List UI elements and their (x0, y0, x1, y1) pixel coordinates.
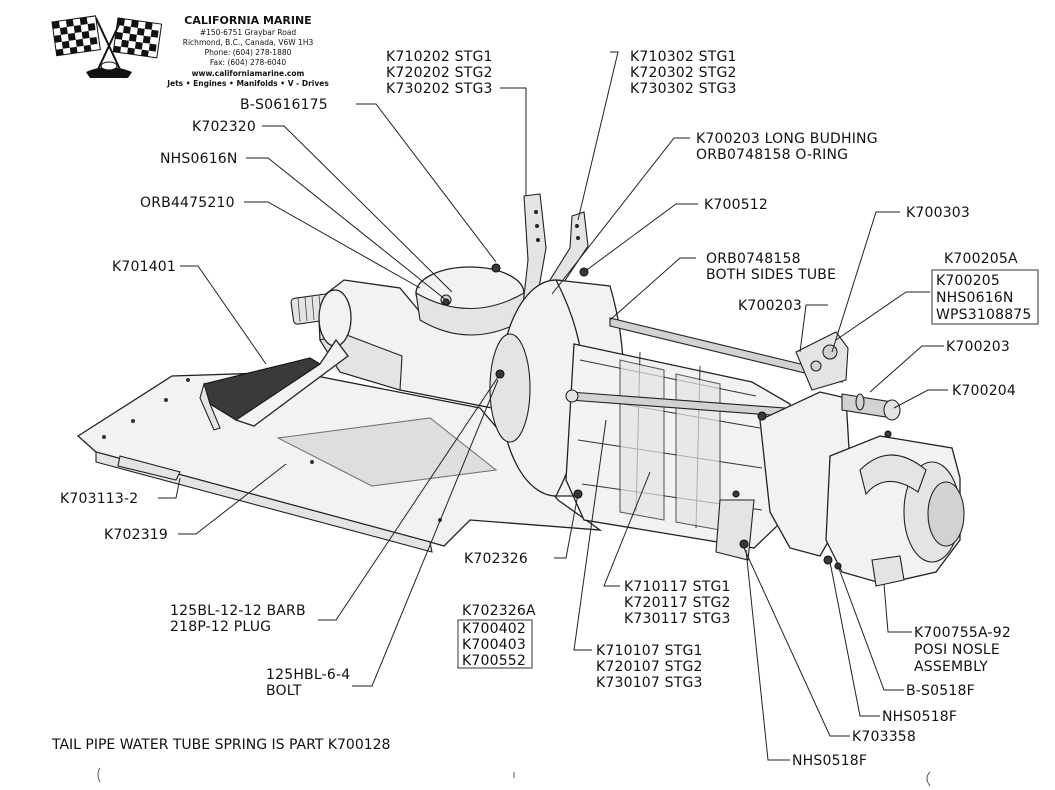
checkered-flags-logo (51, 15, 163, 79)
label-k730302: K730302 STG3 (630, 81, 737, 97)
pivot-pin (841, 393, 901, 421)
label-orb0748158: ORB0748158 (706, 251, 801, 267)
label-k702326: K702326 (464, 551, 528, 567)
label-k700203-b: K700203 (946, 339, 1010, 355)
label-k720117: K720117 STG2 (624, 595, 731, 611)
label-plug: 218P-12 PLUG (170, 619, 271, 635)
label-nhs0616n: NHS0616N (160, 151, 238, 167)
label-nhs0518f-b: NHS0518F (792, 753, 867, 769)
pump-drawing (76, 193, 965, 587)
label-k710107: K710107 STG1 (596, 643, 703, 659)
company-website: www.californiamarine.com (192, 69, 305, 78)
footer-note: TAIL PIPE WATER TUBE SPRING IS PART K700… (51, 737, 390, 753)
label-nhs0616n-b: NHS0616N (936, 290, 1014, 306)
label-nhs0518f-a: NHS0518F (882, 709, 957, 725)
label-orb0748158-oring: ORB0748158 O-RING (696, 147, 848, 163)
label-k702319: K702319 (104, 527, 168, 543)
company-fax: Fax: (604) 278-6040 (210, 58, 286, 67)
label-k700203-a: K700203 (738, 298, 802, 314)
label-posi-nosle: POSI NOSLE (914, 642, 1000, 658)
label-k703358: K703358 (852, 729, 916, 745)
label-k730117: K730117 STG3 (624, 611, 731, 627)
label-k720202: K720202 STG2 (386, 65, 493, 81)
steering-arm (795, 331, 849, 391)
label-bolt: BOLT (266, 683, 302, 699)
label-k700204: K700204 (952, 383, 1016, 399)
label-k702326a: K702326A (462, 603, 536, 619)
tie-rods (565, 317, 843, 421)
label-b-s0518f: B-S0518F (906, 683, 975, 699)
label-barb: 125BL-12-12 BARB (170, 603, 306, 619)
label-orb4475210: ORB4475210 (140, 195, 235, 211)
label-k700203-long-bushing: K700203 LONG BUDHING (696, 131, 878, 147)
label-k730202: K730202 STG3 (386, 81, 493, 97)
part-labels: B-S0616175 K702320 NHS0616N ORB4475210 K… (60, 49, 1039, 769)
scan-marks (97, 767, 931, 787)
label-k710202: K710202 STG1 (386, 49, 493, 65)
leader-lines (158, 51, 948, 761)
label-k720107: K720107 STG2 (596, 659, 703, 675)
label-k700755a-92: K700755A-92 (914, 625, 1011, 641)
company-phone: Phone: (604) 278-1880 (205, 48, 292, 57)
label-k700552: K700552 (462, 653, 526, 669)
label-wps3108875: WPS3108875 (936, 307, 1032, 323)
label-k700205: K700205 (936, 273, 1000, 289)
label-box-k700205 (931, 269, 1039, 325)
company-tagline: Jets • Engines • Manifolds • V - Drives (166, 79, 329, 88)
label-b-s0616175: B-S0616175 (240, 97, 328, 113)
label-box-k7004xx (457, 619, 533, 669)
label-k730107: K730107 STG3 (596, 675, 703, 691)
posi-nozzle (825, 435, 965, 587)
company-name: CALIFORNIA MARINE (184, 14, 311, 27)
label-k700512: K700512 (704, 197, 768, 213)
company-header: CALIFORNIA MARINE #150-6751 Graybar Road… (51, 14, 329, 88)
drive-shaft (290, 289, 352, 347)
label-k700403: K700403 (462, 637, 526, 653)
label-both-sides-tube: BOTH SIDES TUBE (706, 267, 836, 283)
label-k710117: K710117 STG1 (624, 579, 731, 595)
label-k700303: K700303 (906, 205, 970, 221)
label-k720302: K720302 STG2 (630, 65, 737, 81)
label-k710302: K710302 STG1 (630, 49, 737, 65)
label-k700205a: K700205A (944, 251, 1018, 267)
company-address-line1: #150-6751 Graybar Road (200, 28, 297, 37)
company-address-line2: Richmond, B.C., Canada, V6W 1H3 (183, 38, 314, 47)
label-assembly: ASSEMBLY (914, 659, 988, 675)
label-k701401: K701401 (112, 259, 176, 275)
label-k703113-2: K703113-2 (60, 491, 138, 507)
label-k700402: K700402 (462, 621, 526, 637)
label-k702320: K702320 (192, 119, 256, 135)
label-bolt-part: 125HBL-6-4 (266, 667, 350, 683)
